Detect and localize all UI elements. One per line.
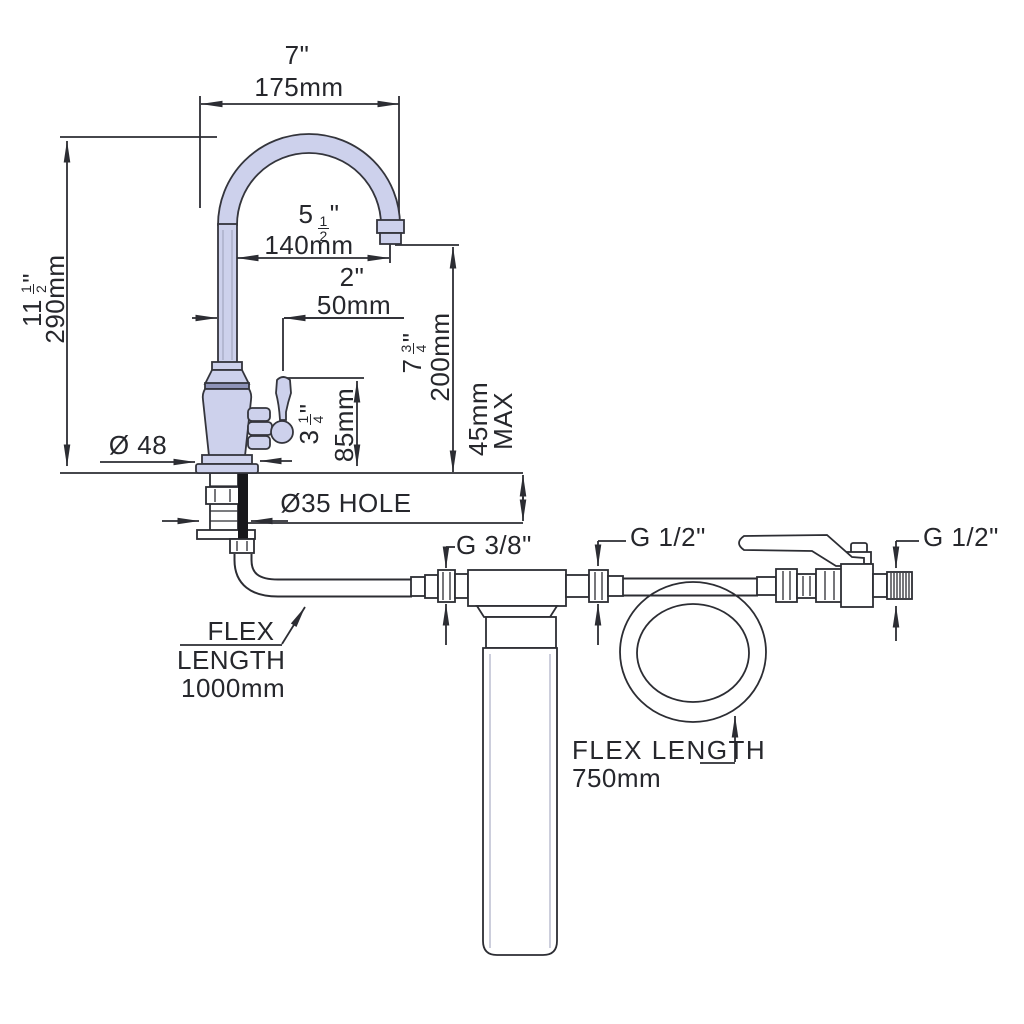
dim-handle-height-mm: 85mm — [329, 387, 360, 463]
countertop — [60, 472, 523, 524]
ball-valve — [738, 534, 913, 608]
label-supply-flex-2: 750mm — [572, 763, 662, 793]
label-supply-flex-1: FLEX LENGTH — [572, 735, 767, 765]
filter-neck — [485, 616, 557, 649]
dim-outlet-height-mm: 200mm — [425, 312, 456, 402]
label-filter-inlet-thread: G 3/8" — [456, 530, 532, 560]
valve-lever — [738, 534, 865, 567]
dim-counter-max-label: MAX — [488, 392, 519, 450]
label-faucet-flex-3: 1000mm — [181, 673, 286, 703]
spout-aerator — [376, 219, 405, 234]
dim-base-diameter: Ø 48 — [108, 430, 168, 460]
dim-mount-hole: Ø35 HOLE — [280, 488, 412, 518]
dim-spout-width-mm: 175mm — [254, 72, 344, 102]
dimension-lines — [63, 100, 919, 764]
faucet-base — [195, 463, 259, 474]
faucet-body — [201, 388, 253, 457]
filter-head — [467, 569, 567, 607]
hose-ferrule — [410, 576, 426, 597]
valve-body — [840, 563, 874, 608]
dim-spout-width-in: 7" — [284, 40, 310, 70]
coiled-hose — [619, 581, 767, 723]
extension-lines — [60, 96, 459, 379]
filter-inlet-nut — [437, 569, 456, 603]
label-valve-outlet-thread: G 1/2" — [923, 522, 999, 552]
handle-ball — [270, 420, 294, 444]
black-hose — [238, 473, 248, 550]
faucet-handle — [275, 376, 292, 421]
label-filter-outlet-thread: G 1/2" — [630, 522, 706, 552]
faucet-flex-hose — [233, 554, 412, 598]
filter-cartridge — [482, 647, 558, 956]
label-faucet-flex-1: FLEX — [207, 616, 275, 646]
escutcheon-plate — [196, 529, 256, 540]
dim-handle-offset-mm: 50mm — [316, 290, 392, 320]
filter-outlet-nut — [588, 569, 609, 603]
dim-spout-reach-mm: 140mm — [264, 230, 354, 260]
faucet-shank — [196, 472, 256, 554]
faucet — [195, 133, 405, 474]
faucet-spout-stem — [217, 223, 238, 365]
dim-handle-offset-in: 2" — [339, 262, 365, 292]
dim-total-height-mm: 290mm — [40, 254, 71, 344]
label-faucet-flex-2: LENGTH — [177, 645, 286, 675]
inline-filter — [410, 569, 624, 956]
